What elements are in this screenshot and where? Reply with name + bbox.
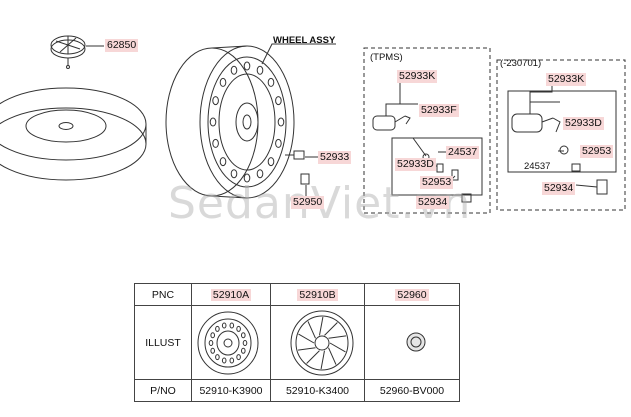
wheel-bolt-icon [285,150,310,185]
spare-tire-illustration [0,87,147,181]
tpms-subassy-box [391,137,483,196]
part-52950: 52950 [291,196,325,209]
leader-later-52934 [575,184,598,188]
later-subassy-box [507,90,617,173]
pno-cell: 52910-K3400 [270,379,365,402]
tpms-group-label: (TPMS) [370,52,403,63]
part-tpms-52934: 52934 [416,196,450,209]
wheel-vent-hole [219,77,227,87]
wheel-vent-hole [230,65,238,75]
part-later-52933d: 52933D [563,117,604,130]
wheel-vent-hole [267,77,275,87]
part-tpms-52933f: 52933F [419,104,459,117]
tpms-sensor-icon [372,81,418,131]
part-later-52933k: 52933K [546,73,587,86]
wheel-vent-hole [212,96,219,106]
wheel-vent-hole [256,169,264,179]
pnc-cell: 52910B [270,283,365,306]
part-later-52953: 52953 [580,145,614,158]
pno-row: P/NO 52910-K3900 52910-K3400 52960-BV000 [134,379,460,402]
later-group-box [496,59,626,211]
pnc-cell: 52960 [364,283,460,306]
illust-cell [364,305,460,380]
wheel-vent-hole [230,169,238,179]
wheel-vent-hole [212,138,219,148]
later-group-label: (-230701) [500,58,542,69]
pno-cell: 52910-K3900 [191,379,271,402]
hub-cap-icon [50,35,86,69]
illust-cell [191,305,271,380]
part-62850: 62850 [105,39,139,52]
pnc-header: PNC [134,283,192,306]
part-52933: 52933 [318,151,352,164]
illust-row: ILLUST [134,305,460,380]
pno-cell: 52960-BV000 [364,379,460,402]
tpms-group-box [363,47,491,214]
wheel-vent-holes [209,61,285,183]
wheel-assy-label: WHEEL ASSY [273,35,336,46]
steel-wheel-illustration [165,45,295,199]
pno-header: P/NO [134,379,192,402]
part-later-24537: 24537 [524,161,551,172]
wheel-vent-hole [256,65,264,75]
wheel-vent-hole [243,61,251,71]
wheel-vent-hole [243,173,251,183]
wheel-vent-hole [267,157,275,167]
wheel-vent-hole [209,117,217,127]
part-tpms-24537: 24537 [446,146,480,159]
part-later-52934: 52934 [542,182,576,195]
parts-table: PNC 52910A 52910B 52960 ILLUST P/NO 5291… [134,283,460,402]
wheel-vent-hole [275,138,282,148]
pnc-row: PNC 52910A 52910B 52960 [134,283,460,306]
part-tpms-52953: 52953 [420,176,454,189]
wheel-vent-hole [275,96,282,106]
pnc-cell: 52910A [191,283,271,306]
leader-wheel-assy [261,43,336,65]
tpms-valve-icon [412,137,472,203]
illust-header: ILLUST [134,305,192,380]
wheel-vent-hole [277,117,285,127]
part-tpms-52933k: 52933K [397,70,438,83]
wheel-vent-hole [219,157,227,167]
part-tpms-52933d: 52933D [395,158,436,171]
illust-cell [270,305,365,380]
